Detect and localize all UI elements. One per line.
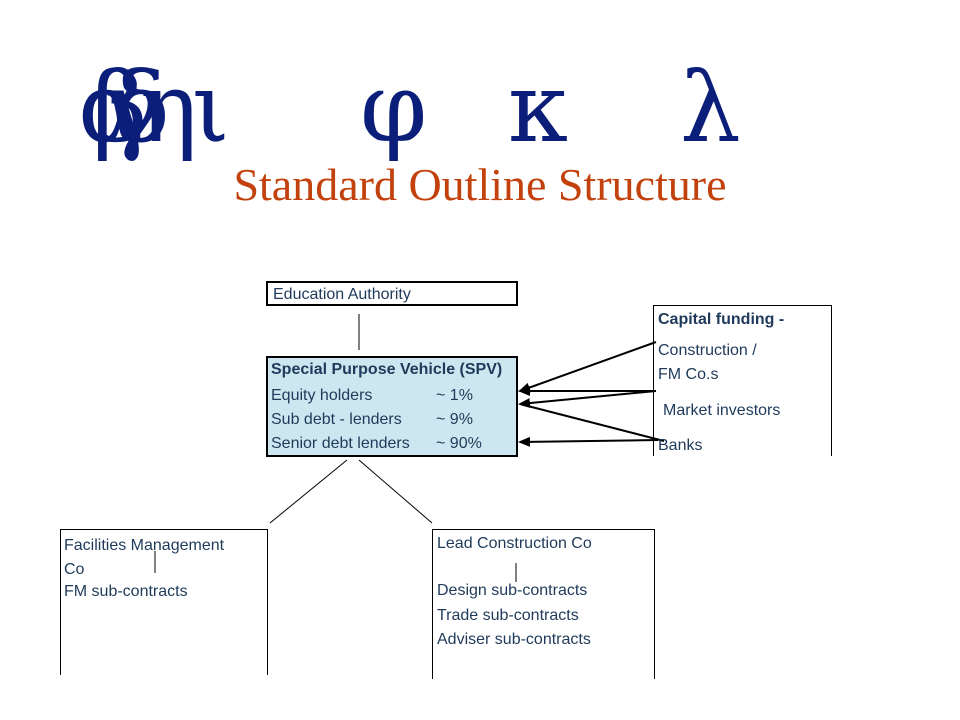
fm-co-box: [60, 529, 268, 675]
greek-glyph: φ: [360, 52, 428, 164]
spv-row-label: Sub debt - lenders: [271, 411, 402, 428]
greek-glyph: α: [78, 52, 143, 164]
arrow-market-to-spv-lower: [519, 403, 665, 442]
fm-co-title-cont: Co: [64, 561, 85, 578]
capital-funding-fm-cos: FM Co.s: [658, 366, 719, 383]
education-authority-box: Education Authority: [266, 281, 518, 306]
spv-row-share: ~ 90%: [436, 435, 482, 452]
design-sub-contracts: Design sub-contracts: [437, 582, 588, 599]
greek-glyph: λ: [680, 52, 741, 164]
greek-glyph: κ: [508, 52, 568, 164]
spv-heading: Special Purpose Vehicle (SPV): [271, 361, 503, 378]
connector-spv-fm: [269, 459, 348, 524]
lead-construction-title: Lead Construction Co: [437, 535, 592, 552]
greek-glyph: ι: [192, 52, 230, 164]
fm-sub-contracts: FM sub-contracts: [64, 583, 188, 600]
arrow-market-to-spv: [518, 390, 657, 409]
page-title: Standard Outline Structure: [233, 159, 727, 210]
spv-row-share: ~ 1%: [436, 387, 473, 404]
arrow-banks-to-spv: [518, 436, 659, 447]
spv-box: [266, 356, 518, 457]
capital-funding-construction: Construction /: [658, 342, 757, 359]
spv-row-share: ~ 9%: [436, 411, 473, 428]
lead-construction-box: [432, 529, 655, 679]
connector-spv-lead: [358, 459, 433, 524]
greek-glyph: η: [140, 52, 198, 164]
trade-sub-contracts: Trade sub-contracts: [437, 607, 579, 624]
education-authority-label: Education Authority: [273, 286, 411, 303]
fm-co-title: Facilities Management: [64, 537, 225, 554]
capital-funding-banks: Banks: [658, 437, 703, 454]
capital-funding-heading: Capital funding -: [658, 311, 785, 328]
capital-funding-market-investors: Market investors: [663, 402, 781, 419]
capital-funding-box: [653, 305, 832, 456]
adviser-sub-contracts: Adviser sub-contracts: [437, 631, 591, 648]
greek-glyph-cluster: α β γ δ η ι φ κ λ: [0, 0, 960, 200]
greek-glyph: β: [92, 52, 148, 164]
spv-row-label: Senior debt lenders: [271, 435, 410, 452]
arrow-construction-to-spv: [518, 341, 657, 393]
greek-glyph: γ: [104, 52, 162, 164]
spv-row-label: Equity holders: [271, 387, 373, 404]
greek-glyph: δ: [112, 52, 170, 164]
